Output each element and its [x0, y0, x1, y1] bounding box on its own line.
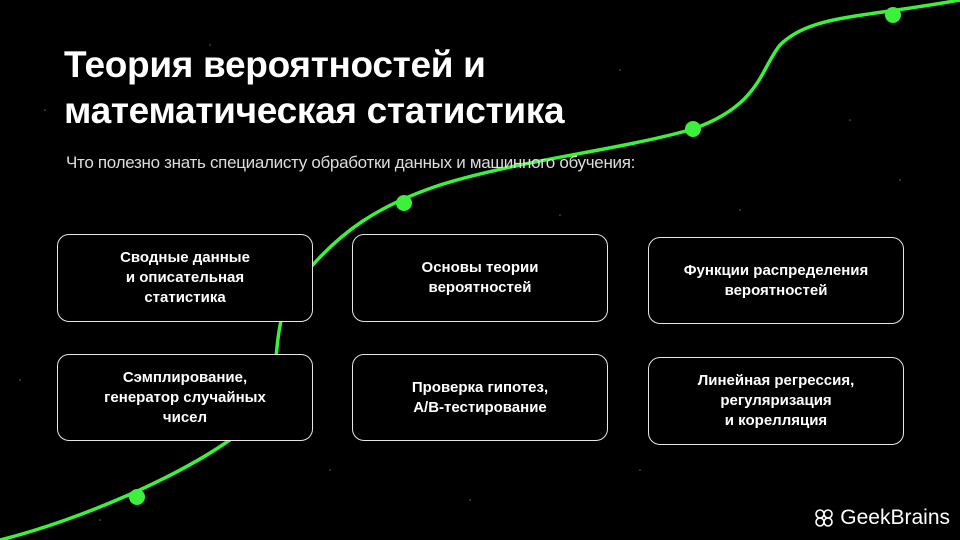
title-line-2: математическая статистика [64, 90, 565, 131]
topic-card-hypothesis-testing: Проверка гипотез, A/B-тестирование [352, 354, 608, 441]
brain-icon [815, 509, 834, 527]
topic-card-descriptive-statistics: Сводные данные и описательная статистика [57, 234, 313, 322]
topic-card-linear-regression: Линейная регрессия, регуляризация и коре… [648, 357, 904, 445]
topic-card-probability-basics: Основы теории вероятностей [352, 234, 608, 322]
card-label: Основы теории вероятностей [421, 259, 539, 296]
card-label: Линейная регрессия, регуляризация и коре… [697, 372, 855, 429]
logo-text: GeekBrains [840, 506, 950, 529]
card-label: Сводные данные и описательная статистика [120, 249, 250, 306]
page-title: Теория вероятностей и математическая ста… [64, 42, 565, 134]
curve-dot [396, 195, 412, 211]
topic-card-sampling: Сэмплирование, генератор случайных чисел [57, 354, 313, 441]
star-field [19, 44, 901, 521]
title-line-1: Теория вероятностей и [64, 44, 486, 85]
curve-dot [885, 7, 901, 23]
card-label: Функции распределения вероятностей [683, 261, 869, 299]
geekbrains-logo: GeekBrains [814, 506, 950, 530]
topic-card-distributions: Функции распределения вероятностей [648, 237, 904, 324]
subtitle: Что полезно знать специалисту обработки … [66, 153, 636, 172]
curve-dot [685, 121, 701, 137]
card-label: Проверка гипотез, A/B-тестирование [411, 378, 549, 416]
card-label: Сэмплирование, генератор случайных чисел [104, 368, 266, 426]
curve-dot [129, 489, 145, 505]
